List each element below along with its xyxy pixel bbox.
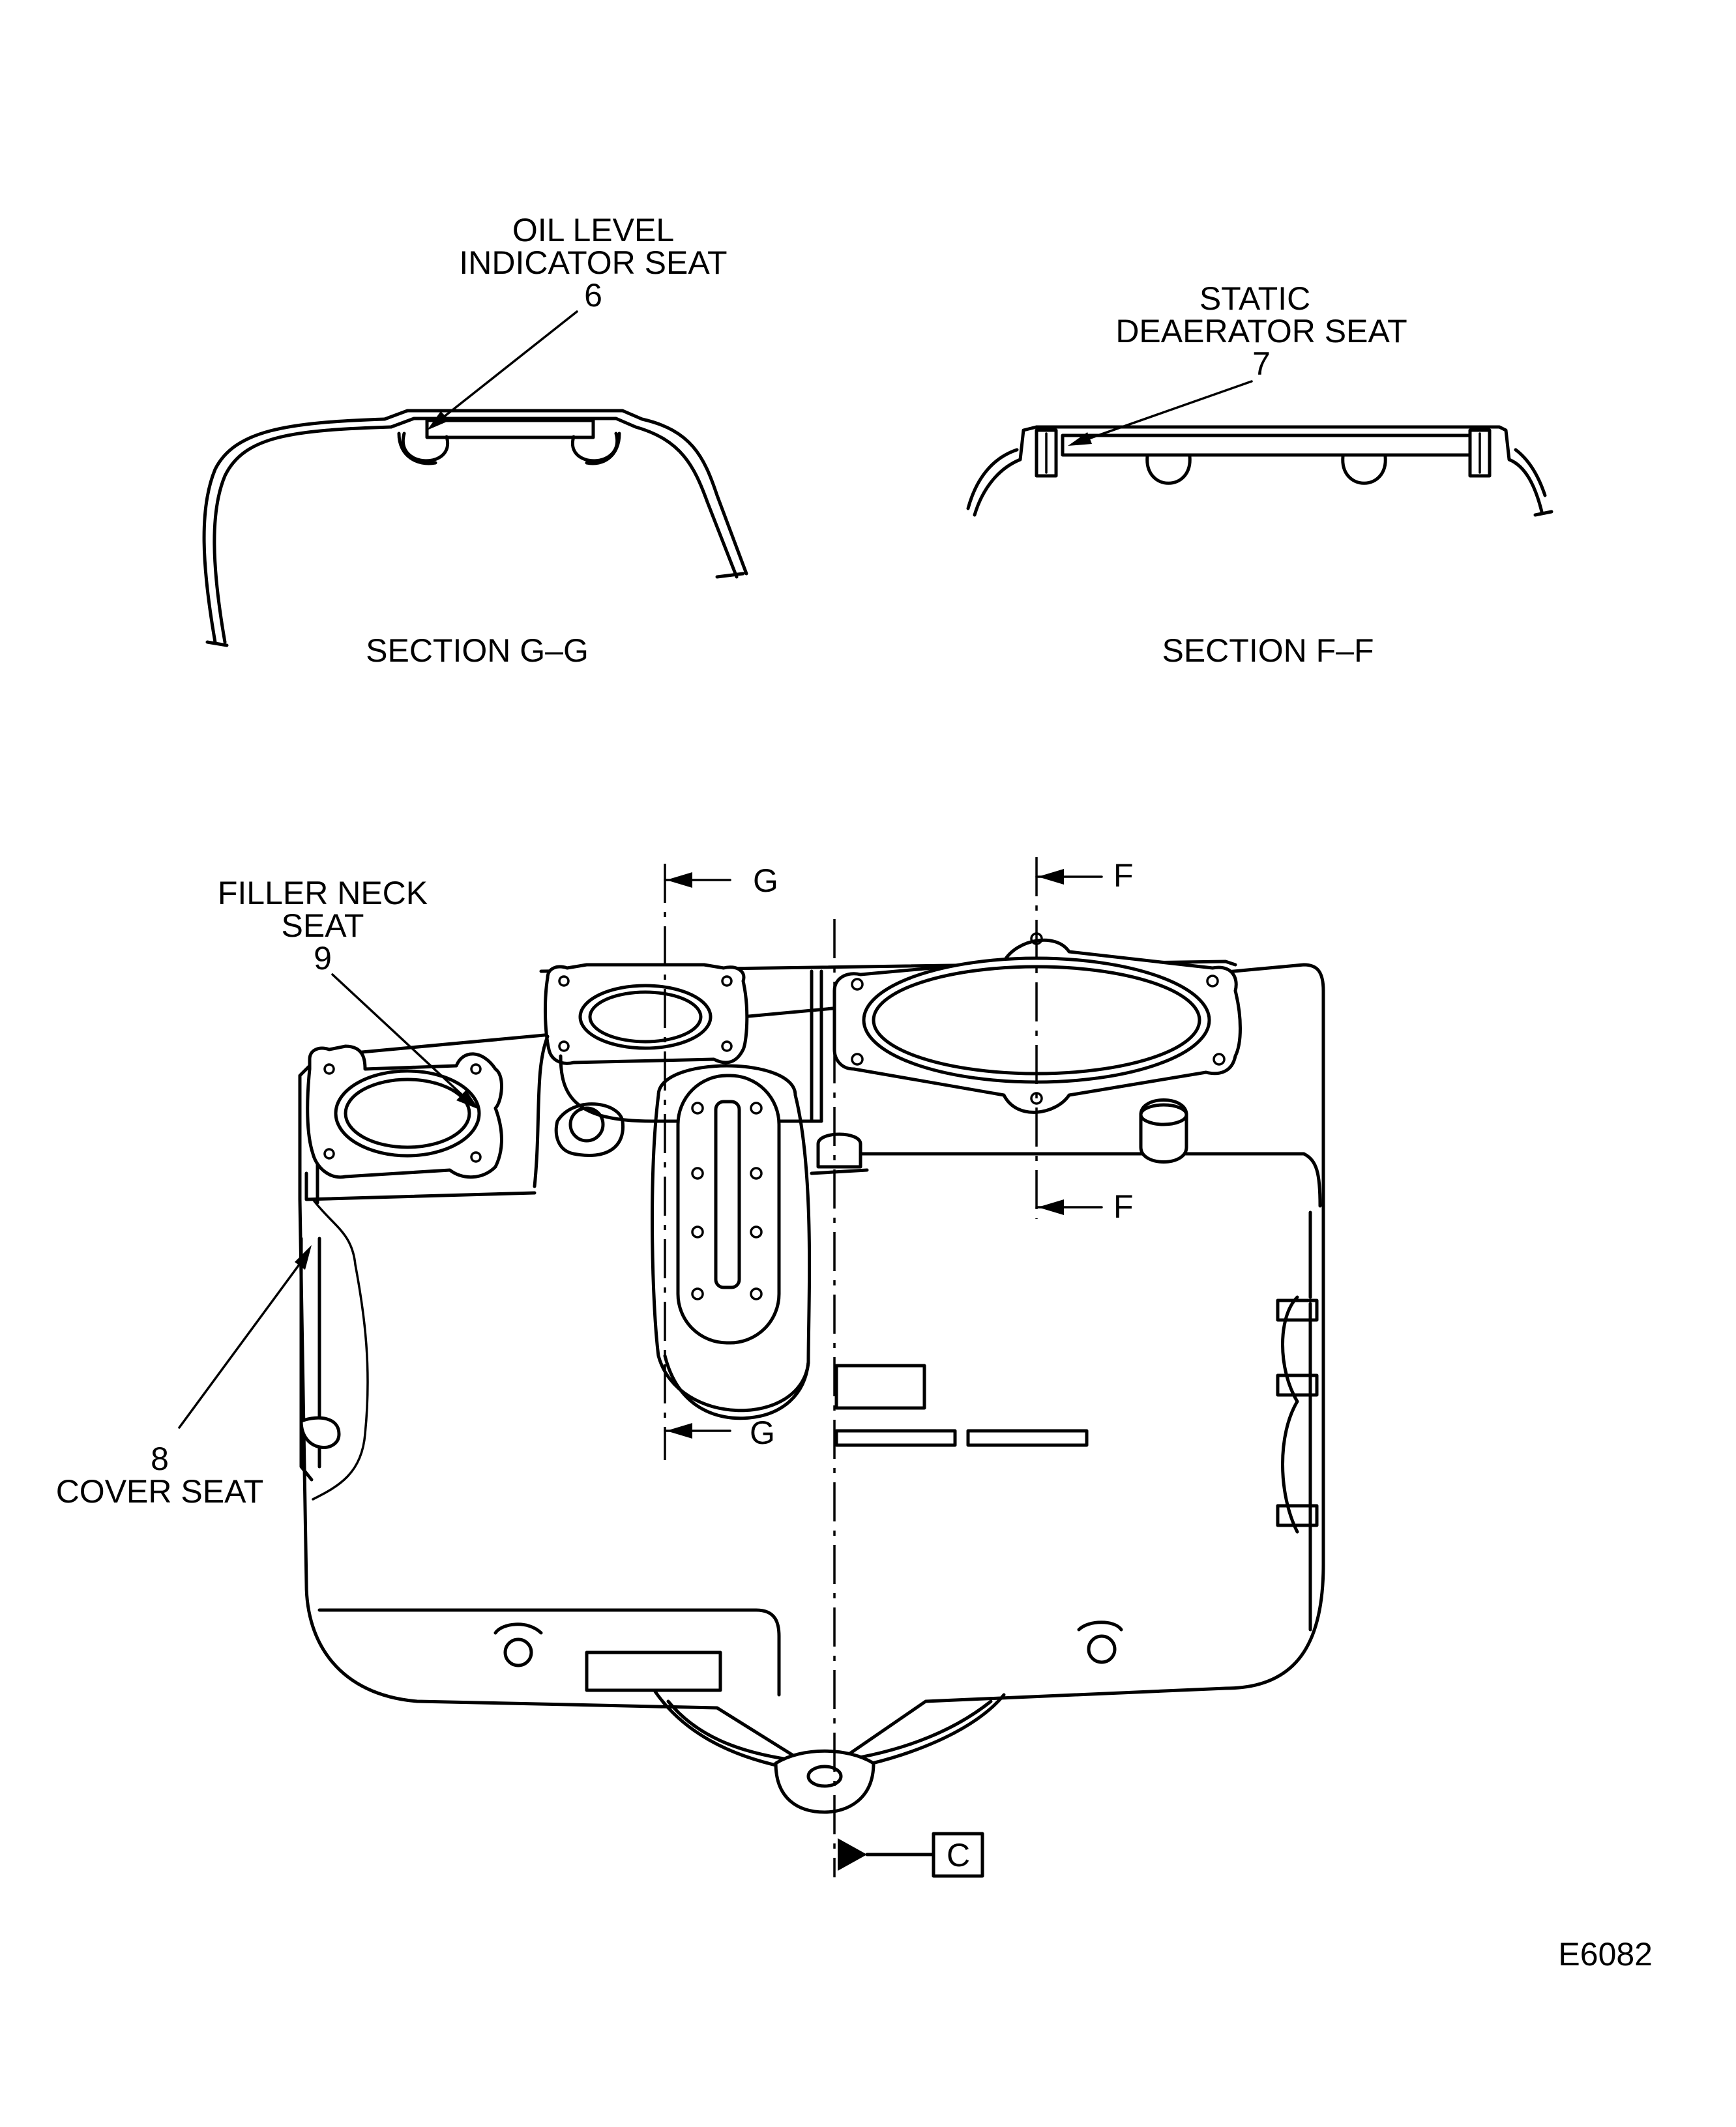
cover-seat-number: 8 xyxy=(151,1441,169,1477)
figure-id: E6082 xyxy=(1558,1936,1653,1973)
oil-level-label-line1: OIL LEVEL xyxy=(512,212,674,248)
section-gg-view xyxy=(202,310,748,647)
filler-neck-leader xyxy=(331,973,471,1103)
section-gg-caption: SECTION G–G xyxy=(366,632,589,669)
section-ff-view xyxy=(966,380,1553,517)
cut-marker-g-top: G xyxy=(753,862,778,899)
cover-seat-leader xyxy=(178,1254,308,1429)
cut-marker-g-bottom: G xyxy=(750,1415,775,1451)
filler-neck-label-line1: FILLER NECK xyxy=(218,875,428,911)
static-deaerator-label-line2: DEAERATOR SEAT xyxy=(1115,313,1407,349)
oil-level-number: 6 xyxy=(584,277,602,314)
datum-box xyxy=(932,1832,984,1878)
section-ff-caption: SECTION F–F xyxy=(1162,632,1374,669)
oil-tank-plan-view xyxy=(298,932,1325,1814)
datum-label: C xyxy=(947,1837,970,1873)
datum-triangle xyxy=(838,1838,867,1871)
cut-marker-f-bottom: F xyxy=(1113,1188,1134,1225)
filler-neck-number: 9 xyxy=(314,940,332,976)
static-deaerator-number: 7 xyxy=(1252,345,1271,382)
cut-marker-f-top: F xyxy=(1113,857,1134,894)
filler-neck-label-line2: SEAT xyxy=(282,907,364,944)
oil-level-label-line2: INDICATOR SEAT xyxy=(459,244,727,281)
cover-seat-label: COVER SEAT xyxy=(56,1473,264,1510)
static-deaerator-label-line1: STATIC xyxy=(1199,280,1310,317)
